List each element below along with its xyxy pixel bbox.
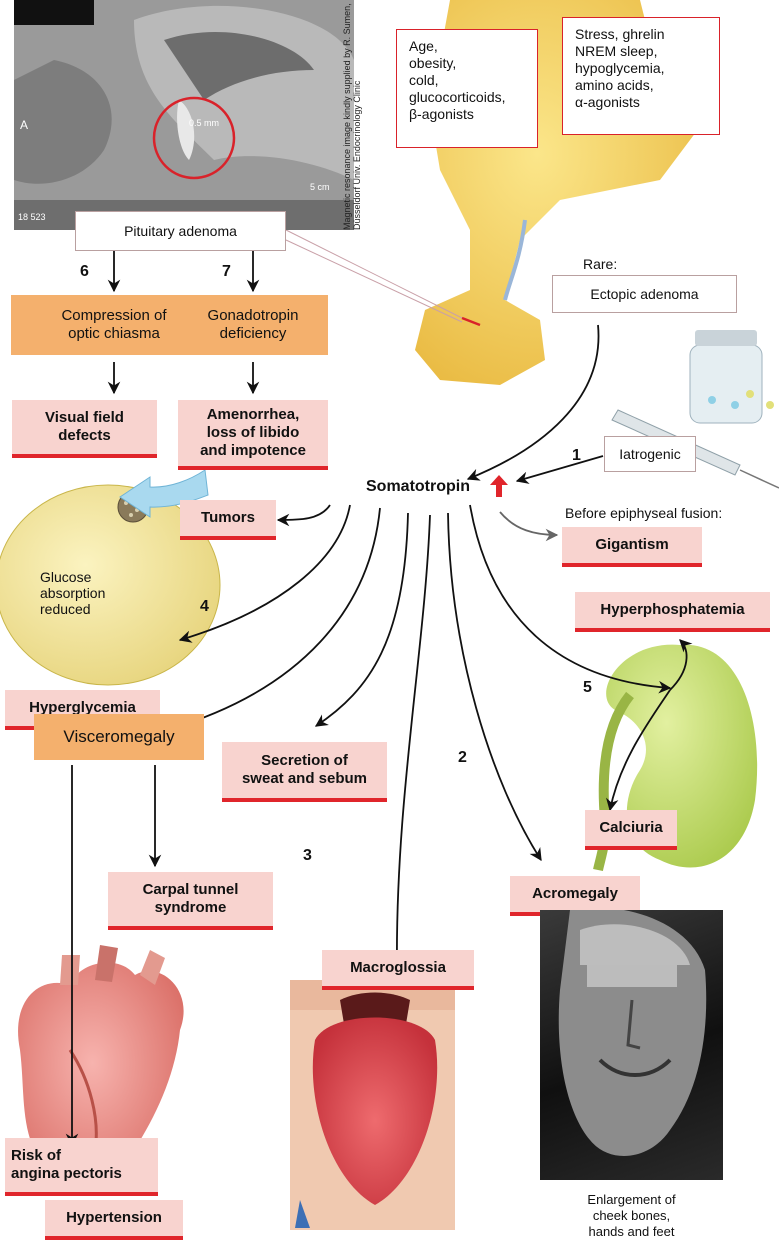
carpal-tunnel-box: Carpal tunnel syndrome	[108, 872, 273, 930]
sweat-sebum-box: Secretion of sweat and sebum	[222, 742, 387, 802]
iatrogenic-box: Iatrogenic	[604, 436, 696, 472]
number-2: 2	[458, 749, 467, 767]
mri-scan	[14, 0, 354, 230]
inhibitors-box: Stress, ghrelin NREM sleep, hypoglycemia…	[562, 17, 720, 135]
visual-field-box: Visual field defects	[12, 400, 157, 458]
somatotropin-label: Somatotropin	[366, 478, 470, 496]
visceromegaly-box: Visceromegaly	[34, 714, 204, 760]
calciuria-box: Calciuria	[585, 810, 677, 850]
before-fusion-label: Before epiphyseal fusion:	[565, 505, 722, 521]
number-7: 7	[222, 263, 231, 281]
enlargement-caption: Enlargement of cheek bones, hands and fe…	[540, 1192, 723, 1240]
gigantism-box: Gigantism	[562, 527, 702, 567]
arrow-iatrogenic-somatotropin	[517, 456, 603, 481]
number-4: 4	[200, 598, 209, 616]
mri-measure-label: 0.5 mm	[189, 118, 219, 128]
number-6: 6	[80, 263, 89, 281]
tongue-photo	[290, 980, 455, 1230]
arrow-to-acromegaly	[448, 513, 541, 860]
mri-code-label: 18 523	[18, 212, 46, 222]
arrow-to-sweat	[316, 513, 408, 726]
angina-box: Risk of angina pectoris	[5, 1138, 158, 1196]
macroglossia-box: Macroglossia	[322, 950, 474, 990]
mri-scale-label: 5 cm	[310, 182, 330, 192]
mri-image: A 0.5 mm 5 cm 18 523	[14, 0, 354, 230]
mri-label-a: A	[20, 118, 28, 132]
acromegaly-photo	[540, 910, 723, 1180]
hyperphosphatemia-box: Hyperphosphatemia	[575, 592, 770, 632]
increase-arrow-icon	[490, 475, 508, 497]
tumors-box: Tumors	[180, 500, 276, 540]
face-portrait	[540, 910, 723, 1180]
amenorrhea-box: Amenorrhea, loss of libido and impotence	[178, 400, 328, 470]
ectopic-adenoma-box: Ectopic adenoma	[552, 275, 737, 313]
pituitary-adenoma-box: Pituitary adenoma	[75, 211, 286, 251]
arrow-to-gigantism	[500, 512, 557, 535]
glucose-absorption-label: Glucose absorption reduced	[40, 569, 105, 617]
number-5: 5	[583, 679, 592, 697]
mri-credit: Magnetic resonance image kindly supplied…	[342, 0, 376, 230]
arrow-to-tumors	[278, 505, 330, 520]
hypertension-box: Hypertension	[45, 1200, 183, 1240]
stimulators-box: Age, obesity, cold, glucocorticoids, β-a…	[396, 29, 538, 148]
eye-censor-bar	[587, 965, 677, 987]
rare-label: Rare:	[583, 256, 617, 272]
number-1: 1	[572, 447, 581, 465]
number-3: 3	[303, 847, 312, 865]
gonadotropin-box: Gonadotropin deficiency	[178, 295, 328, 355]
